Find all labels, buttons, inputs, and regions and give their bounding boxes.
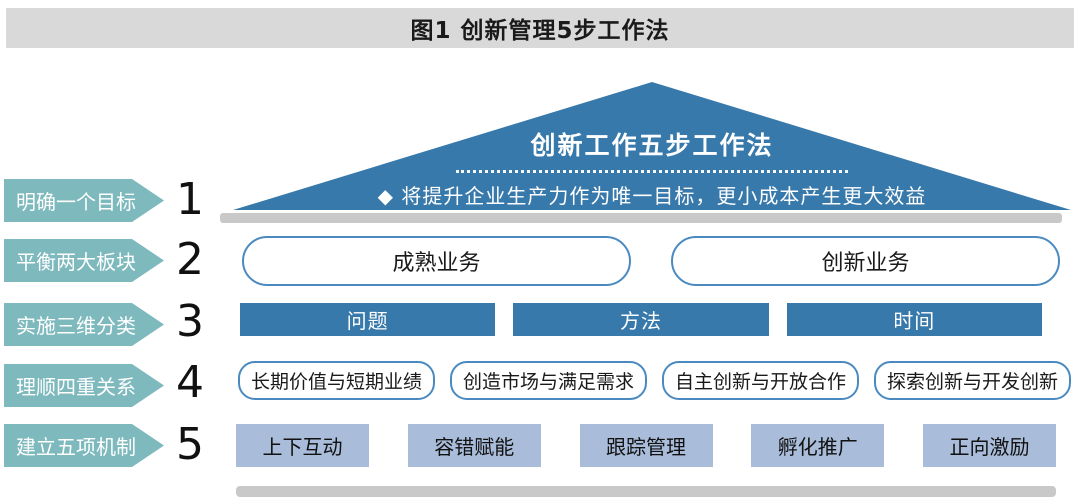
sector-box-mature: 成熟业务	[242, 236, 631, 286]
relation-box-3: 自主创新与开放合作	[662, 361, 859, 400]
step-banner-1: 明确一个目标	[4, 179, 164, 222]
mechanism-box-2: 容错赋能	[407, 424, 541, 467]
row-two-sectors: 成熟业务 创新业务	[242, 236, 1060, 286]
separator-bar-bottom	[236, 486, 1056, 497]
mechanism-box-4: 孵化推广	[751, 424, 885, 467]
pyramid-roof: 创新工作五步工作法 ◆ 将提升企业生产力作为唯一目标，更小成本产生更大效益	[233, 82, 1071, 210]
figure-title-bar: 图1 创新管理5步工作法	[6, 8, 1074, 48]
figure-title: 图1 创新管理5步工作法	[410, 18, 670, 44]
dimension-bar-method: 方法	[513, 303, 769, 336]
mechanism-box-1: 上下互动	[236, 424, 369, 467]
step-number-3: 3	[176, 296, 204, 347]
dimension-bar-time: 时间	[786, 303, 1042, 336]
row-five-mechanisms: 上下互动 容错赋能 跟踪管理 孵化推广 正向激励	[236, 424, 1056, 467]
dotted-divider	[456, 170, 848, 173]
step-banner-4: 理顺四重关系	[4, 364, 164, 407]
row-four-relations: 长期价值与短期业绩 创造市场与满足需求 自主创新与开放合作 探索创新与开发创新	[238, 361, 1071, 400]
relation-box-4: 探索创新与开发创新	[874, 361, 1071, 400]
step-banner-5: 建立五项机制	[4, 424, 164, 467]
pyramid-title: 创新工作五步工作法	[530, 131, 774, 160]
step-banner-2: 平衡两大板块	[4, 239, 164, 282]
relation-box-2: 创造市场与满足需求	[450, 361, 647, 400]
relation-box-1: 长期价值与短期业绩	[238, 361, 435, 400]
step-number-5: 5	[176, 419, 204, 470]
row-three-dimensions: 问题 方法 时间	[240, 303, 1042, 336]
dimension-bar-problem: 问题	[240, 303, 496, 336]
step-number-4: 4	[176, 357, 204, 408]
separator-bar-top	[220, 213, 1062, 223]
sector-box-innovation: 创新业务	[671, 236, 1060, 286]
pyramid-subtitle: ◆ 将提升企业生产力作为唯一目标，更小成本产生更大效益	[377, 184, 927, 208]
mechanism-box-5: 正向激励	[923, 424, 1056, 467]
step-banner-3: 实施三维分类	[4, 303, 164, 346]
mechanism-box-3: 跟踪管理	[579, 424, 713, 467]
step-number-2: 2	[176, 234, 204, 285]
step-number-1: 1	[176, 174, 204, 225]
